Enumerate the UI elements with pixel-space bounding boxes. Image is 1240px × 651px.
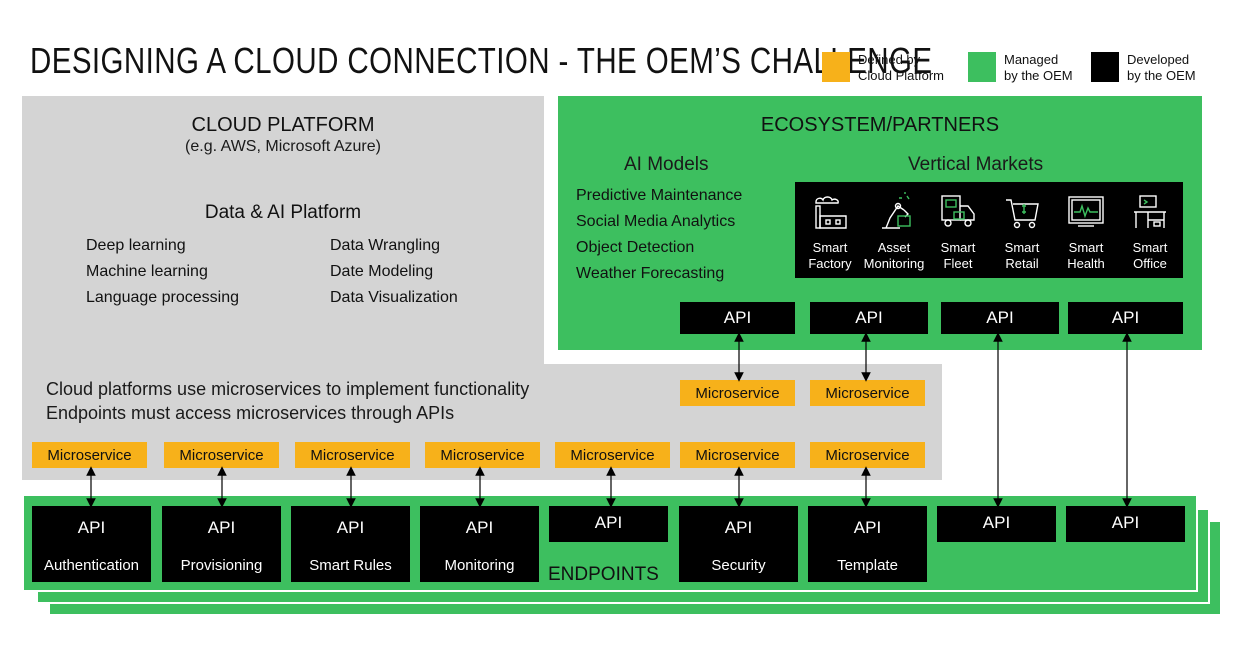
- endpoint-api-security: API Security: [679, 506, 798, 582]
- list-item: Predictive Maintenance: [576, 187, 743, 204]
- endpoint-api-provisioning: API Provisioning: [162, 506, 281, 582]
- page-title: DESIGNING A CLOUD CONNECTION - THE OEM’S…: [30, 40, 933, 81]
- data-ai-platform-heading: Data & AI Platform: [204, 202, 362, 223]
- office-desk-icon: [1134, 195, 1166, 228]
- list-item: Data Visualization: [330, 289, 458, 306]
- legend-swatch-developed: [1091, 52, 1119, 82]
- microservice-6: Microservice: [680, 442, 795, 468]
- legend-swatch-managed: [968, 52, 996, 82]
- microservice-ecosystem-2: Microservice: [810, 380, 925, 406]
- endpoint-api-8: API: [937, 506, 1056, 542]
- cloud-platform-panel: [22, 96, 544, 480]
- endpoint-api-monitoring: API Monitoring: [420, 506, 539, 582]
- microservice-3: Microservice: [295, 442, 410, 468]
- list-item: Date Modeling: [330, 263, 434, 280]
- endpoint-api-9: API: [1066, 506, 1185, 542]
- ai-models-heading: AI Models: [624, 154, 709, 175]
- ecosystem-api-1: API: [680, 302, 795, 334]
- endpoint-api-5: API: [549, 506, 668, 542]
- list-item: Deep learning: [86, 237, 186, 254]
- list-item: Machine learning: [86, 263, 208, 280]
- list-item: Weather Forecasting: [576, 265, 725, 282]
- endpoints-label: ENDPOINTS: [548, 564, 659, 585]
- list-item: Data Wrangling: [330, 237, 440, 254]
- data-ai-list-left: Deep learning Machine learning Language …: [86, 233, 239, 311]
- truck-icon: [941, 195, 975, 227]
- endpoint-api-template: API Template: [808, 506, 927, 582]
- list-item: Language processing: [86, 289, 240, 306]
- data-ai-list-right: Data Wrangling Date Modeling Data Visual…: [330, 233, 458, 311]
- microservice-7: Microservice: [810, 442, 925, 468]
- microservice-5: Microservice: [555, 442, 670, 468]
- robot-arm-icon: [882, 192, 911, 229]
- ecosystem-api-3: API: [941, 302, 1059, 334]
- vertical-markets-heading: Vertical Markets: [908, 154, 1044, 175]
- endpoint-api-authentication: API Authentication: [32, 506, 151, 582]
- microservice-1: Microservice: [32, 442, 147, 468]
- cloud-platform-heading: CLOUD PLATFORM: [191, 114, 375, 136]
- microservice-ecosystem-1: Microservice: [680, 380, 795, 406]
- legend-swatch-cloud: [822, 52, 850, 82]
- endpoint-api-smart-rules: API Smart Rules: [291, 506, 410, 582]
- cloud-platform-examples: (e.g. AWS, Microsoft Azure): [185, 138, 381, 155]
- ecosystem-api-2: API: [810, 302, 928, 334]
- factory-icon: [815, 196, 847, 229]
- list-item: Social Media Analytics: [576, 213, 736, 230]
- microservice-2: Microservice: [164, 442, 279, 468]
- ecosystem-heading: ECOSYSTEM/PARTNERS: [760, 114, 1000, 136]
- microservice-4: Microservice: [425, 442, 540, 468]
- heart-monitor-icon: [1068, 196, 1104, 227]
- cart-icon: [1006, 199, 1039, 229]
- list-item: Object Detection: [576, 239, 695, 256]
- microservices-note: Cloud platforms use microservices to imp…: [46, 379, 530, 423]
- ecosystem-api-4: API: [1068, 302, 1183, 334]
- ai-models-list: Predictive Maintenance Social Media Anal…: [576, 183, 742, 287]
